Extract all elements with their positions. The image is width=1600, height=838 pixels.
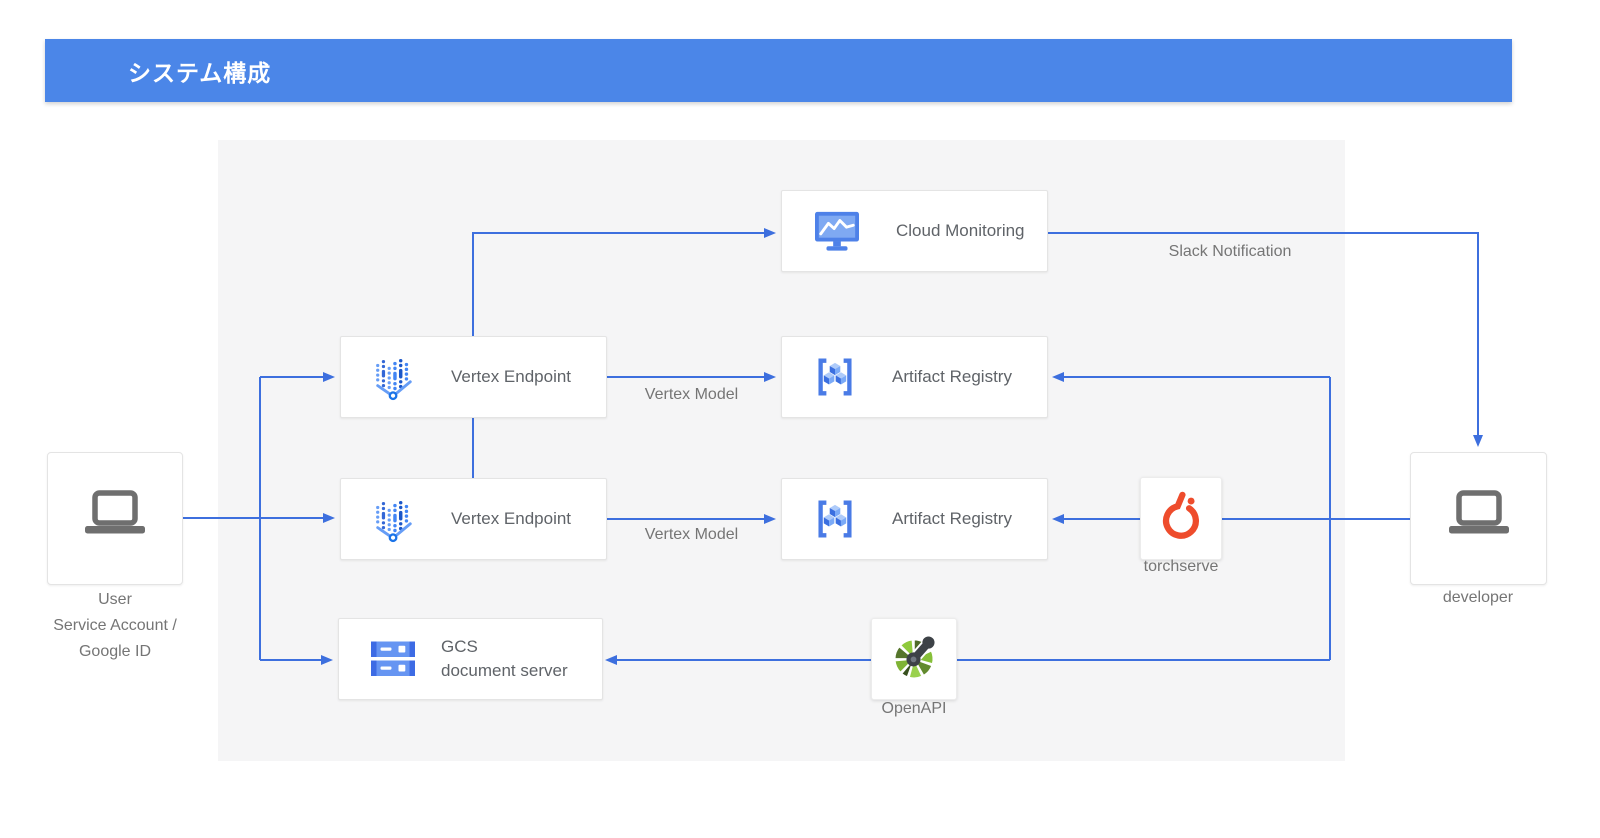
storage-bars-icon: [371, 640, 415, 678]
developer-label: developer: [1442, 589, 1514, 606]
openapi-wheel-icon: [888, 630, 940, 689]
node-label: GCS document server: [441, 635, 568, 683]
torchserve-label: torchserve: [1143, 558, 1219, 575]
node-label: Artifact Registry: [892, 509, 1012, 528]
vertex-ai-dots-icon: [371, 495, 417, 543]
node-label: Vertex Endpoint: [451, 509, 572, 528]
node-artifact-registry-2: Artifact Registry: [781, 478, 1048, 560]
node-user: [47, 452, 183, 585]
bracket-cubes-icon: [812, 495, 858, 543]
node-developer: [1410, 452, 1547, 585]
node-label: Artifact Registry: [892, 367, 1012, 386]
user-label: User Service Account / Google ID: [15, 587, 215, 665]
node-label: Cloud Monitoring: [896, 221, 1025, 240]
node-label-line2: document server: [441, 661, 568, 680]
node-artifact-registry-1: Artifact Registry: [781, 336, 1048, 418]
node-torchserve: [1140, 477, 1222, 560]
vertex-ai-dots-icon: [371, 353, 417, 401]
title-bar: システム構成: [45, 39, 1512, 102]
pytorch-flame-icon: [1156, 491, 1206, 546]
edge-label-slack-notification: Slack Notification: [1168, 243, 1292, 260]
user-label-line2: Service Account /: [53, 617, 177, 634]
node-cloud-monitoring: Cloud Monitoring: [781, 190, 1048, 272]
laptop-icon: [81, 490, 149, 547]
node-vertex-endpoint-2: Vertex Endpoint: [340, 478, 607, 560]
user-label-line1: User: [98, 591, 132, 608]
openapi-label: OpenAPI: [881, 700, 947, 717]
node-openapi: [871, 618, 957, 700]
page-title: システム構成: [128, 59, 272, 86]
monitor-chart-icon: [812, 209, 862, 253]
laptop-icon: [1445, 490, 1513, 547]
node-gcs-document-server: GCS document server: [338, 618, 603, 700]
user-label-line3: Google ID: [78, 643, 152, 660]
node-label: Vertex Endpoint: [451, 367, 572, 386]
edge-label-vertex-model-2: Vertex Model: [644, 526, 739, 543]
edge-label-vertex-model-1: Vertex Model: [644, 386, 739, 403]
bracket-cubes-icon: [812, 353, 858, 401]
node-label-line1: GCS: [441, 637, 478, 656]
node-vertex-endpoint-1: Vertex Endpoint: [340, 336, 607, 418]
